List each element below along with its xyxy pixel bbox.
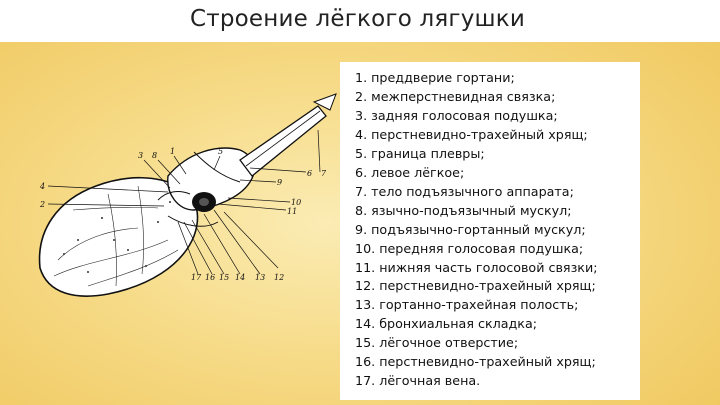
callout-14: 14 bbox=[235, 273, 245, 282]
callout-9: 9 bbox=[277, 178, 282, 187]
legend-item: 8. язычно-подъязычный мускул; bbox=[355, 202, 572, 218]
bronchial-fold bbox=[167, 215, 219, 227]
callout-12: 12 bbox=[274, 273, 284, 282]
lung-texture bbox=[53, 185, 179, 287]
legend-item: 10. передняя голосовая подушка; bbox=[355, 240, 584, 256]
legend-item: 1. преддверие гортани; bbox=[355, 70, 515, 85]
legend-item: 9. подъязычно-гортанный мускул; bbox=[355, 221, 586, 237]
legend-item: 2. межперстневидная связка; bbox=[355, 88, 556, 104]
frog-lung-diagram: 3 8 1 5 4 2 9 6 7 10 11 12 13 14 15 16 1… bbox=[38, 93, 337, 297]
legend-item: 15. лёгочное отверстие; bbox=[355, 335, 519, 351]
legend-item: 14. бронхиальная складка; bbox=[355, 316, 538, 332]
legend-item: 12. перстневидно-трахейный хрящ; bbox=[355, 278, 596, 294]
title-bar: Строение лёгкого лягушки bbox=[0, 0, 720, 42]
callout-15: 15 bbox=[219, 273, 229, 282]
callout-8: 8 bbox=[152, 151, 157, 160]
callout-4: 4 bbox=[39, 182, 45, 191]
legend-item: 7. тело подъязычного аппарата; bbox=[355, 183, 574, 199]
callout-3: 3 bbox=[138, 151, 143, 160]
legend-item: 4. перстневидно-трахейный хрящ; bbox=[355, 126, 588, 142]
tube-tip bbox=[312, 93, 337, 111]
legend-item: 3. задняя голосовая подушка; bbox=[355, 107, 558, 123]
legend-item: 17. лёгочная вена. bbox=[355, 373, 481, 389]
callout-17: 17 bbox=[191, 273, 202, 282]
callout-1: 1 bbox=[170, 147, 175, 156]
callout-5: 5 bbox=[218, 147, 223, 156]
callout-6: 6 bbox=[307, 169, 312, 178]
callout-7: 7 bbox=[321, 169, 327, 178]
legend-panel: 1. преддверие гортани; 2. межперстневидн… bbox=[340, 62, 640, 400]
slide-title: Строение лёгкого лягушки bbox=[190, 6, 526, 32]
trachea-tube bbox=[239, 105, 327, 177]
lung-dots bbox=[63, 201, 171, 273]
legend-item: 5. граница плевры; bbox=[355, 145, 485, 161]
callout-2: 2 bbox=[39, 200, 45, 209]
larynx-body bbox=[167, 147, 255, 211]
legend-item: 11. нижняя часть голосовой связки; bbox=[355, 259, 598, 275]
callout-13: 13 bbox=[255, 273, 265, 282]
callout-16: 16 bbox=[205, 273, 215, 282]
callout-10: 10 bbox=[291, 198, 301, 207]
legend-item: 6. левое лёгкое; bbox=[355, 164, 465, 180]
legend-item: 16. перстневидно-трахейный хрящ; bbox=[355, 354, 596, 370]
legend-item: 13. гортанно-трахейная полость; bbox=[355, 297, 579, 313]
legend-list: 1. преддверие гортани; 2. межперстневидн… bbox=[340, 62, 640, 391]
leader-lines bbox=[47, 129, 321, 275]
callout-11: 11 bbox=[287, 207, 297, 216]
